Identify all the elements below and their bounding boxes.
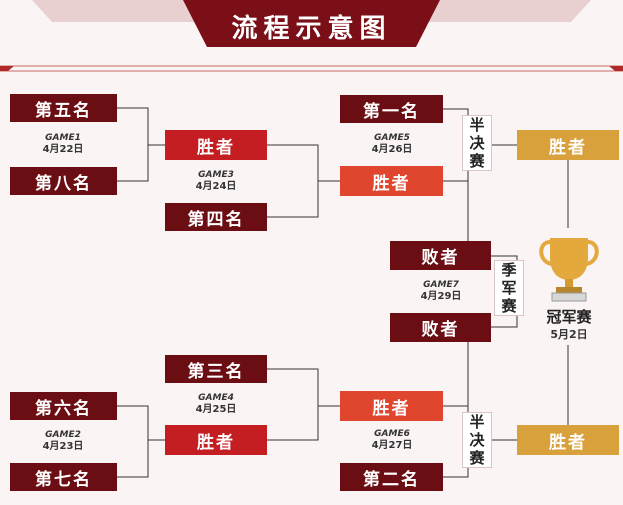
third-place-char-1: 季 bbox=[501, 261, 517, 279]
game4-info: GAME4 4月25日 bbox=[175, 392, 257, 416]
seed-first: 第一名 bbox=[340, 95, 443, 123]
game3-info: GAME3 4月24日 bbox=[175, 169, 257, 193]
semifinal-top-char-1: 半 bbox=[469, 116, 485, 134]
semifinal-bottom-char-1: 半 bbox=[469, 413, 485, 431]
game5-date: 4月26日 bbox=[371, 144, 413, 155]
semifinal-bottom-char-2: 决 bbox=[469, 431, 485, 449]
game6-loser: 败者 bbox=[390, 313, 491, 342]
trophy-icon bbox=[539, 238, 599, 302]
final-label: 冠军赛 bbox=[546, 308, 592, 326]
seed-seventh: 第七名 bbox=[10, 463, 117, 491]
seed-fourth: 第四名 bbox=[165, 203, 267, 231]
game1-label: GAME1 bbox=[45, 133, 81, 143]
game7-date: 4月29日 bbox=[420, 291, 462, 302]
game5-loser: 败者 bbox=[390, 241, 491, 270]
game6-label: GAME6 bbox=[374, 429, 410, 439]
semifinal-top-char-2: 决 bbox=[469, 134, 485, 152]
semifinal-top-char-3: 赛 bbox=[469, 152, 485, 170]
game6-winner: 胜者 bbox=[517, 425, 619, 455]
semifinal-top-label: 半 决 赛 bbox=[462, 115, 492, 171]
game2-label: GAME2 bbox=[45, 430, 81, 440]
game1-info: GAME1 4月22日 bbox=[22, 132, 104, 156]
header-banner bbox=[0, 0, 623, 72]
third-place-char-3: 赛 bbox=[501, 297, 517, 315]
game7-info: GAME7 4月29日 bbox=[400, 279, 482, 303]
game2-winner: 胜者 bbox=[165, 425, 267, 455]
page-title: 流程示意图 bbox=[231, 14, 392, 44]
game5-info: GAME5 4月26日 bbox=[351, 132, 433, 156]
seed-third: 第三名 bbox=[165, 355, 267, 383]
seed-eighth: 第八名 bbox=[10, 167, 117, 195]
game3-label: GAME3 bbox=[198, 170, 234, 180]
final-date: 5月2日 bbox=[550, 328, 588, 341]
seed-second: 第二名 bbox=[340, 463, 443, 491]
semifinal-bottom-char-3: 赛 bbox=[469, 449, 485, 467]
game5-winner: 胜者 bbox=[517, 130, 619, 160]
game2-date: 4月23日 bbox=[42, 441, 84, 452]
game4-label: GAME4 bbox=[198, 393, 234, 403]
game5-label: GAME5 bbox=[374, 133, 410, 143]
game4-winner: 胜者 bbox=[340, 391, 443, 421]
third-place-label: 季 军 赛 bbox=[494, 260, 524, 316]
game4-date: 4月25日 bbox=[195, 404, 237, 415]
game1-winner: 胜者 bbox=[165, 130, 267, 160]
seed-fifth: 第五名 bbox=[10, 94, 117, 122]
game1-date: 4月22日 bbox=[42, 144, 84, 155]
game7-label: GAME7 bbox=[423, 280, 459, 290]
game6-info: GAME6 4月27日 bbox=[351, 428, 433, 452]
game3-winner: 胜者 bbox=[340, 166, 443, 196]
game2-info: GAME2 4月23日 bbox=[22, 429, 104, 453]
game6-date: 4月27日 bbox=[371, 440, 413, 451]
game3-date: 4月24日 bbox=[195, 181, 237, 192]
third-place-char-2: 军 bbox=[501, 279, 517, 297]
seed-sixth: 第六名 bbox=[10, 392, 117, 420]
semifinal-bottom-label: 半 决 赛 bbox=[462, 412, 492, 468]
